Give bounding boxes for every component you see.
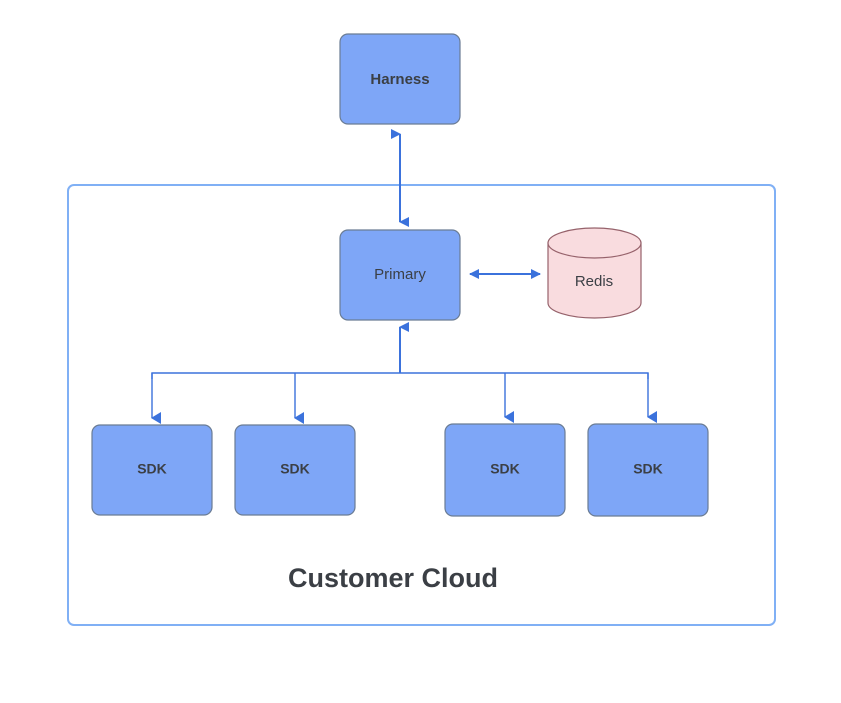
sdk-label: SDK [280,461,310,477]
customer-cloud-title: Customer Cloud [288,563,498,593]
sdk-box[interactable] [91,424,213,516]
sdk-label: SDK [137,461,167,477]
sdk-label: SDK [633,461,663,477]
harness-label: Harness [370,71,429,88]
redis-label: Redis [575,273,613,290]
node-sdk-2[interactable]: SDK [234,424,356,516]
node-primary[interactable]: Primary [339,229,461,321]
node-redis[interactable]: Redis [547,227,642,319]
sdk-label: SDK [490,461,520,477]
node-sdk-1[interactable]: SDK [91,424,213,516]
harness-box[interactable] [339,33,461,125]
sdk-box[interactable] [234,424,356,516]
redis-cylinder-top [547,227,642,259]
sdk-box[interactable] [444,423,566,517]
redis-cylinder-body[interactable] [547,242,642,319]
node-harness[interactable]: Harness [339,33,461,125]
primary-box[interactable] [339,229,461,321]
node-sdk-4[interactable]: SDK [587,423,709,517]
sdk-box[interactable] [587,423,709,517]
edge-sdk-bus-to-primary [151,322,657,424]
primary-label: Primary [374,266,426,283]
node-sdk-3[interactable]: SDK [444,423,566,517]
sdk-bus-horizontal [151,372,649,379]
customer-cloud-group [67,184,776,626]
